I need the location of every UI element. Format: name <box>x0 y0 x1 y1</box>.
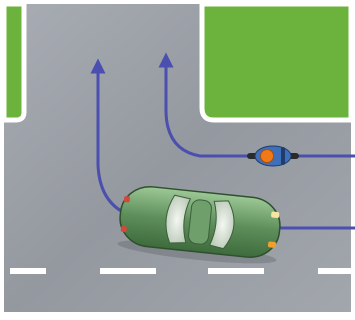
lane-dash <box>208 268 264 274</box>
lane-dash <box>10 268 46 274</box>
tail-light <box>124 196 131 203</box>
grass-left <box>4 4 24 120</box>
car-roof <box>188 199 212 245</box>
handlebar <box>281 147 285 165</box>
headlight <box>271 211 280 218</box>
tail-light <box>121 226 128 233</box>
lane-dash <box>318 268 355 274</box>
grass-right <box>202 4 351 120</box>
rider-helmet <box>261 150 274 163</box>
turn-signal <box>268 241 277 248</box>
lane-dash <box>100 268 156 274</box>
